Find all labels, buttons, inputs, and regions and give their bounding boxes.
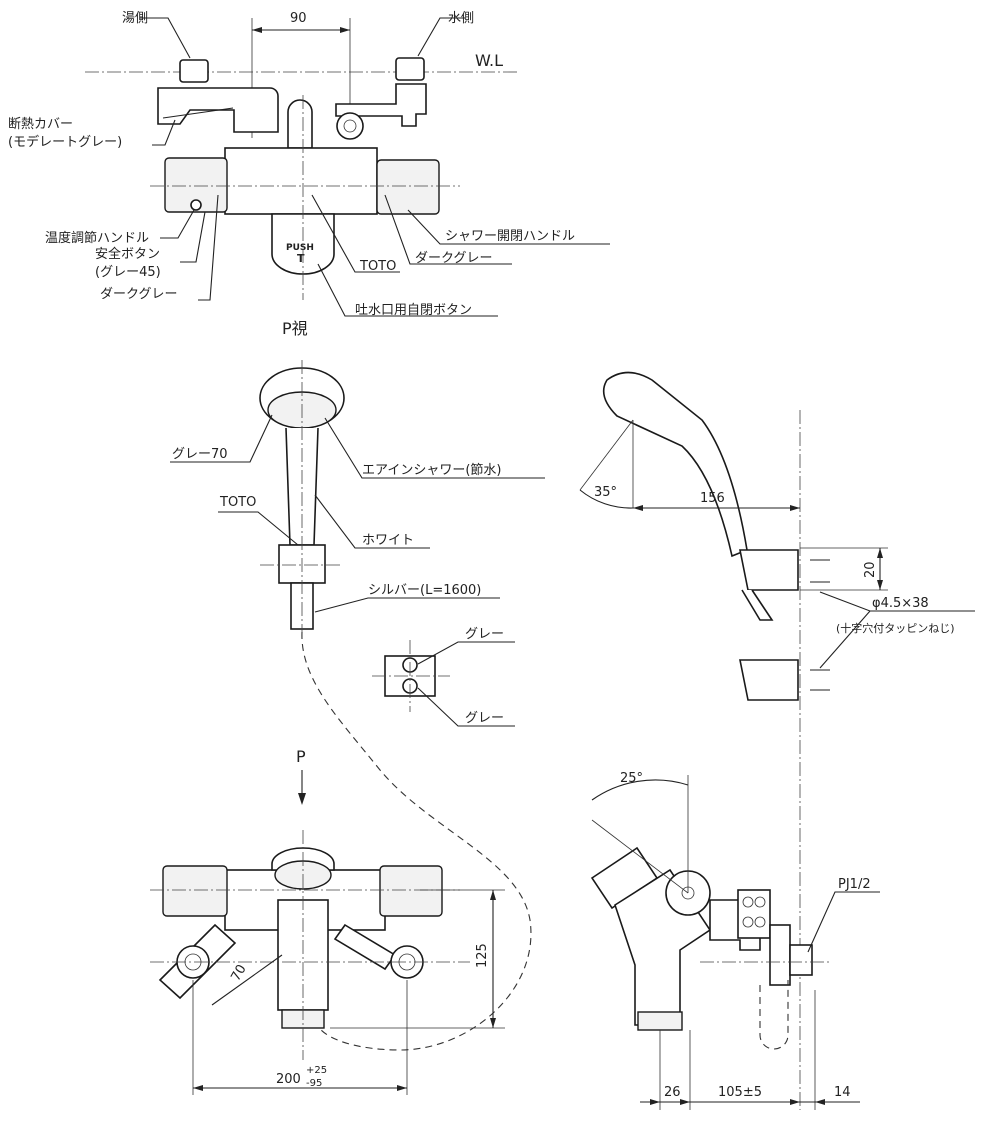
white-label: ホワイト <box>362 533 414 548</box>
dark-gray-left-label: ダークグレー <box>100 287 177 302</box>
gray-top-label: グレー <box>465 627 504 642</box>
spout-button-label: 吐水口用自閉ボタン <box>355 303 472 318</box>
dim-pitch-tol-plus: +25 <box>306 1065 327 1076</box>
gray-bottom-label: グレー <box>465 711 504 726</box>
silver-hose-label: シルバー(L=1600) <box>368 583 481 598</box>
gray70-label: グレー70 <box>172 447 228 462</box>
temp-handle-label: 温度調節ハンドル <box>45 230 149 246</box>
top-view: W.L 90 PUSH T 湯側 水側 断熱カバー <box>8 11 610 338</box>
dim-bracket-height: 20 <box>863 561 878 578</box>
push-label: PUSH <box>286 243 314 253</box>
toto-head-label: TOTO <box>219 495 256 510</box>
dim-angle-head: 35° <box>594 485 617 500</box>
p-arrow-label: P <box>296 747 306 766</box>
dim-side-height: 125 <box>475 943 490 968</box>
dark-gray-right-label: ダークグレー <box>415 251 492 266</box>
push-t-label: T <box>297 252 305 265</box>
screw-note-label: (十字穴付タッピンねじ) <box>836 621 955 635</box>
pj-label: PJ1/2 <box>838 877 871 892</box>
dim-pitch: 200 <box>276 1072 301 1087</box>
insulation-cover-label: 断熱カバー <box>8 117 73 132</box>
shower-head-view: グレー70 エアインシャワー(節水) TOTO ホワイト シルバー(L=1600… <box>170 360 545 1051</box>
dim-pitch-tol-minus: -95 <box>306 1078 322 1089</box>
air-in-shower-label: エアインシャワー(節水) <box>362 463 502 478</box>
insulation-cover-color: (モデレートグレー) <box>8 134 122 150</box>
side-view: 35° 156 20 φ4.5×38 (十字穴付タッピンねじ) <box>579 371 975 1110</box>
dim-depth-mid: 105±5 <box>718 1085 762 1100</box>
toto-body-label: TOTO <box>359 259 396 274</box>
safety-button-color: (グレー45) <box>95 265 161 280</box>
water-level-label: W.L <box>475 51 503 70</box>
dim-depth-front: 26 <box>664 1085 681 1100</box>
cold-side-label: 水側 <box>448 11 474 26</box>
dim-arm-length: 70 <box>228 962 249 984</box>
p-view-label: P視 <box>282 319 308 338</box>
front-view: P 125 70 200 +25 -95 <box>150 747 505 1095</box>
safety-button-label: 安全ボタン <box>95 246 160 262</box>
dim-top-width: 90 <box>290 11 307 26</box>
screw-label: φ4.5×38 <box>872 596 929 611</box>
shower-handle-label: シャワー開閉ハンドル <box>445 229 575 244</box>
dim-angle-body: 25° <box>620 771 643 786</box>
dim-depth-wall: 14 <box>834 1085 851 1100</box>
hot-side-label: 湯側 <box>122 11 148 26</box>
dim-head-reach: 156 <box>700 491 725 506</box>
